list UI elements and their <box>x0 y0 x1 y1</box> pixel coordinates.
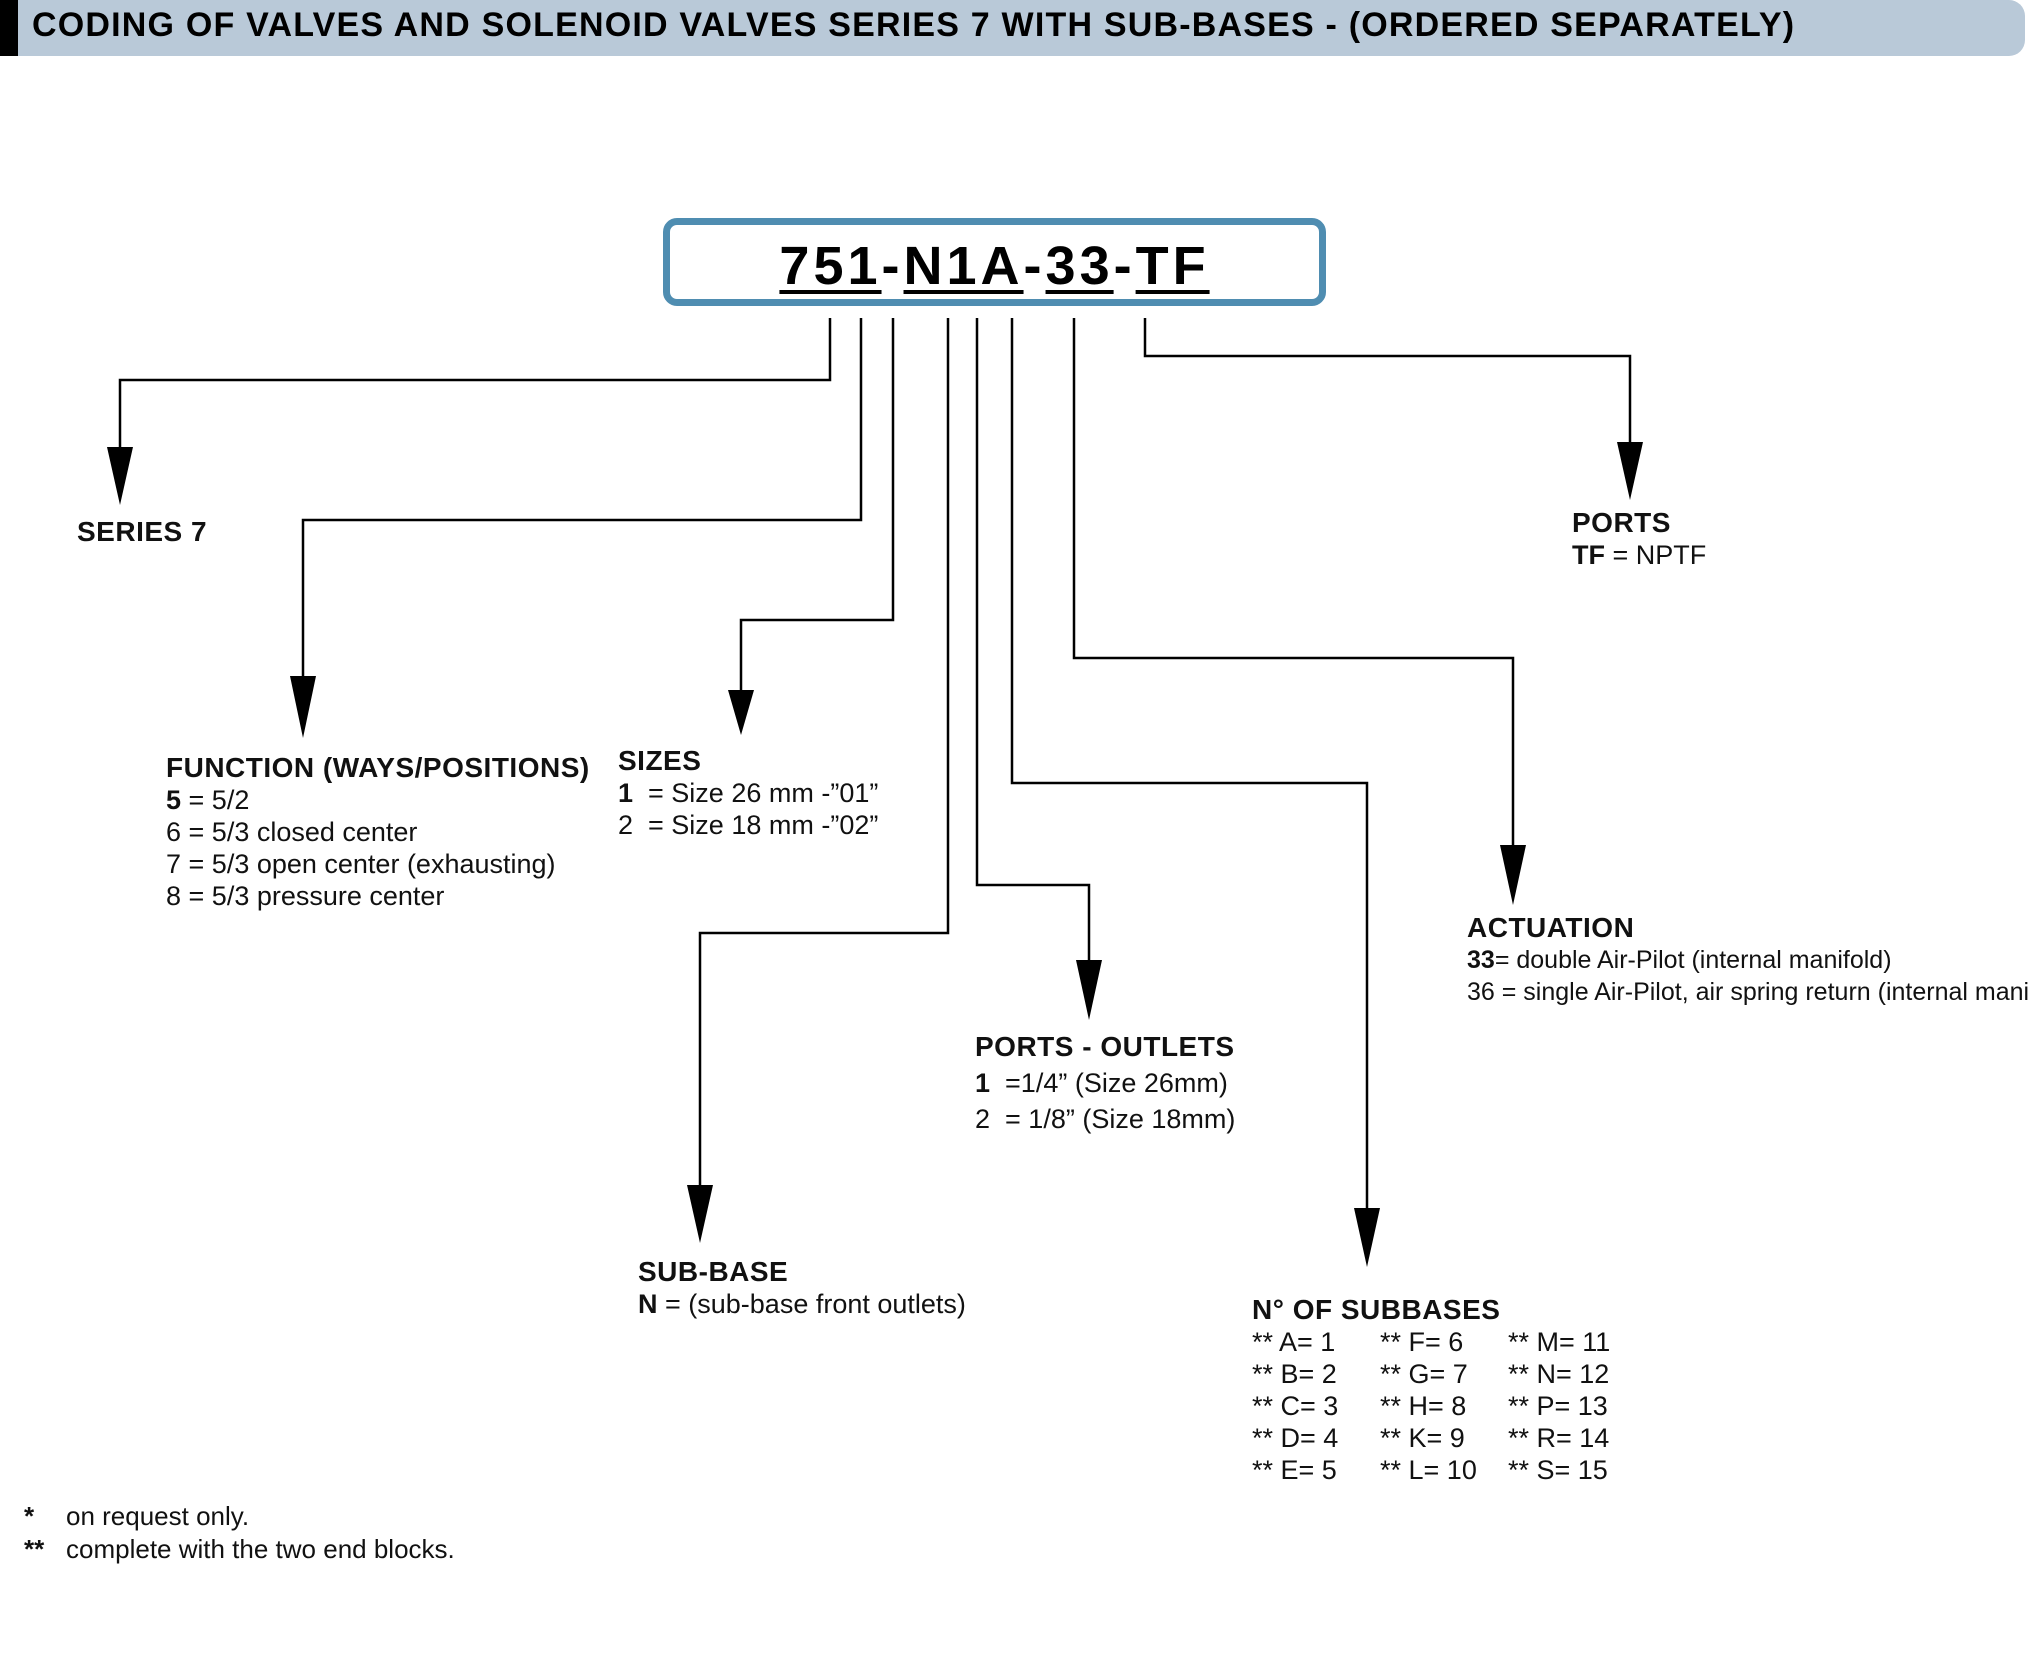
subbase-count-item: ** S= 15 <box>1508 1455 1608 1485</box>
subbase-block: SUB-BASE N = (sub-base front outlets) <box>638 1256 966 1320</box>
ports-outlets-block: PORTS - OUTLETS 1 =1/4” (Size 26mm) 2 = … <box>975 1031 1235 1135</box>
line-subbase <box>698 318 950 1190</box>
subbase-count-item: ** M= 11 <box>1508 1327 1611 1357</box>
num-subbases-grid: ** A= 1 ** F= 6 ** M= 11 ** B= 2 ** G= 7… <box>1252 1326 1638 1486</box>
subbase-count-item: ** H= 8 <box>1380 1391 1467 1421</box>
code-box: 751-N1A-33-TF <box>663 218 1326 306</box>
arrow-function <box>290 676 316 738</box>
function-title: FUNCTION (WAYS/POSITIONS) <box>166 752 590 783</box>
sizes-item: 1 = Size 26 mm -”01” <box>618 778 879 808</box>
footnotes: *on request only. **complete with the tw… <box>24 1500 455 1566</box>
function-item: 7 = 5/3 open center (exhausting) <box>166 849 556 879</box>
subbase-count-item: ** E= 5 <box>1252 1455 1337 1485</box>
order-code: 751-N1A-33-TF <box>670 235 1319 297</box>
line-actuation <box>1072 318 1515 850</box>
subbase-count-item: ** F= 6 <box>1380 1327 1464 1357</box>
ports-item: TF = NPTF <box>1572 540 1707 570</box>
arrow-num-subbases <box>1354 1208 1380 1267</box>
arrow-ports <box>1617 442 1643 500</box>
subbase-count-item: ** B= 2 <box>1252 1359 1337 1389</box>
footnote: *on request only. <box>24 1501 250 1531</box>
subbase-count-item: ** A= 1 <box>1252 1327 1336 1357</box>
line-function <box>301 318 863 680</box>
function-block: FUNCTION (WAYS/POSITIONS) 5 = 5/2 6 = 5/… <box>166 752 590 912</box>
num-subbases-block: N° OF SUBBASES ** A= 1 ** F= 6 ** M= 11 … <box>1252 1294 1638 1486</box>
subbase-count-item: ** D= 4 <box>1252 1423 1339 1453</box>
code-separator: - <box>1023 236 1046 296</box>
sizes-block: SIZES 1 = Size 26 mm -”01” 2 = Size 18 m… <box>618 745 878 841</box>
code-segment-actuation: 33 <box>1045 236 1114 296</box>
arrow-ports-outlets <box>1076 960 1102 1020</box>
function-item: 6 = 5/3 closed center <box>166 817 418 847</box>
ports-outlets-item: 1 =1/4” (Size 26mm) <box>975 1068 1228 1098</box>
function-item: 5 = 5/2 <box>166 785 250 815</box>
code-segment-subbase-ports-count: N1A <box>903 236 1024 296</box>
subbase-count-item: ** N= 12 <box>1508 1359 1610 1389</box>
line-ports-outlets <box>975 318 1091 968</box>
footnote: **complete with the two end blocks. <box>24 1534 455 1564</box>
sizes-item: 2 = Size 18 mm -”02” <box>618 810 879 840</box>
actuation-title: ACTUATION <box>1467 912 1635 943</box>
arrow-sizes <box>728 690 754 735</box>
subbase-count-item: ** G= 7 <box>1380 1359 1468 1389</box>
function-item: 8 = 5/3 pressure center <box>166 881 445 911</box>
subbase-count-item: ** P= 13 <box>1508 1391 1608 1421</box>
subbase-item: N = (sub-base front outlets) <box>638 1289 966 1319</box>
actuation-item: 33= double Air-Pilot (internal manifold) <box>1467 946 1892 974</box>
arrow-actuation <box>1500 845 1526 905</box>
series-block: SERIES 7 <box>77 516 207 548</box>
sizes-title: SIZES <box>618 745 702 776</box>
line-series <box>118 318 832 455</box>
header-accent <box>0 0 18 56</box>
page-title: CODING OF VALVES AND SOLENOID VALVES SER… <box>32 6 1796 44</box>
code-separator: - <box>1113 236 1136 296</box>
ports-outlets-title: PORTS - OUTLETS <box>975 1031 1235 1062</box>
subbase-count-item: ** C= 3 <box>1252 1391 1339 1421</box>
ports-outlets-item: 2 = 1/8” (Size 18mm) <box>975 1104 1236 1134</box>
subbase-title: SUB-BASE <box>638 1256 789 1287</box>
subbase-count-item: ** R= 14 <box>1508 1423 1610 1453</box>
arrow-subbase <box>687 1185 713 1243</box>
num-subbases-title: N° OF SUBBASES <box>1252 1294 1501 1325</box>
actuation-item: 36 = single Air-Pilot, air spring return… <box>1467 978 2029 1006</box>
subbase-count-item: ** K= 9 <box>1380 1423 1465 1453</box>
line-ports <box>1143 318 1632 442</box>
arrow-series <box>107 447 133 505</box>
code-segment-series-function-size: 751 <box>779 236 882 296</box>
code-separator: - <box>881 236 904 296</box>
line-sizes <box>739 318 895 690</box>
subbase-count-item: ** L= 10 <box>1380 1455 1477 1485</box>
ports-title: PORTS <box>1572 507 1671 538</box>
ports-block: PORTS TF = NPTF <box>1572 507 1706 571</box>
actuation-block: ACTUATION 33= double Air-Pilot (internal… <box>1467 912 2029 1008</box>
series-title: SERIES 7 <box>77 516 208 547</box>
header-bar <box>0 0 2025 56</box>
line-num-subbases <box>1010 318 1369 1215</box>
code-segment-ports: TF <box>1135 236 1210 296</box>
